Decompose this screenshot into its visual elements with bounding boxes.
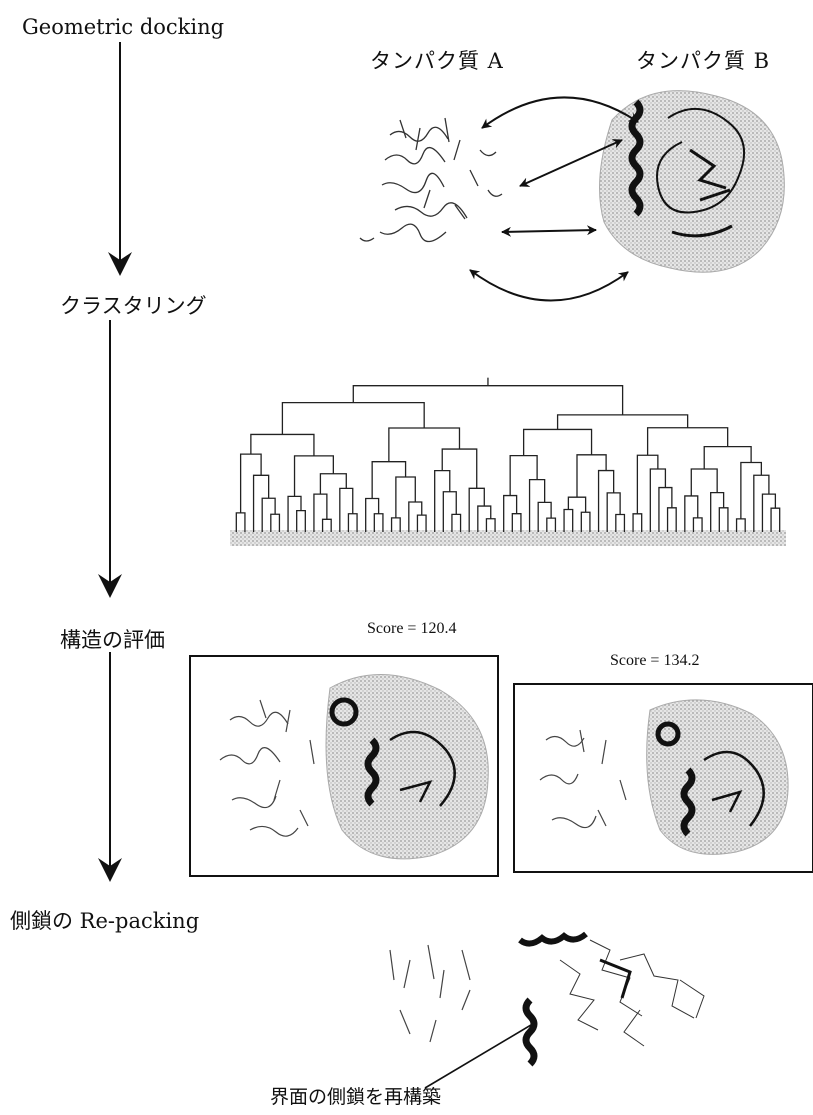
annotation-leader-line <box>424 1021 537 1089</box>
dendrogram-branch <box>390 517 401 532</box>
dendrogram-branch <box>239 453 262 513</box>
dendrogram-branch <box>632 513 643 532</box>
dendrogram-branch <box>537 501 552 532</box>
dendrogram-branch <box>451 513 462 532</box>
dendrogram-branch <box>649 468 667 532</box>
dendrogram-branch <box>710 491 725 532</box>
dendrogram-branch <box>468 487 485 532</box>
protein-a-label: タンパク質 A <box>370 49 504 73</box>
dendrogram-branch <box>703 445 752 469</box>
dendrogram-branch <box>365 497 380 532</box>
dendrogram-branch <box>658 486 673 532</box>
helix-ring-right <box>655 721 681 747</box>
dendrogram-branch <box>636 454 659 514</box>
dendrogram-branch <box>313 493 328 532</box>
protein-a-structure <box>359 117 503 243</box>
dendrogram-branch <box>666 507 677 532</box>
dendrogram-branch <box>373 513 384 532</box>
dendrogram-branch <box>546 517 557 532</box>
dendrogram-branch <box>442 491 457 532</box>
dendrogram-branch <box>735 518 746 532</box>
dendrogram-branch <box>250 433 315 456</box>
step-structure-evaluation: 構造の評価 <box>60 628 165 652</box>
dendrogram-branch <box>761 493 777 532</box>
dendrogram-branch <box>692 517 703 532</box>
evaluation-box-right <box>513 683 813 873</box>
protein-b-structure <box>599 90 785 273</box>
dendrogram-branch <box>646 427 729 456</box>
step-geometric-docking: Geometric docking <box>22 15 225 39</box>
dendrogram-branch <box>319 473 347 495</box>
dendrogram-branch <box>235 512 246 532</box>
dendrogram-branch <box>770 507 781 532</box>
dendrogram-branch <box>416 514 427 532</box>
dendrogram-branch <box>580 511 591 532</box>
dendrogram-branch <box>252 474 270 532</box>
dendrogram-branch <box>296 509 306 532</box>
dendrogram-branch <box>371 461 407 499</box>
dendrogram-branch <box>556 414 689 430</box>
dendrogram-branch <box>511 513 522 532</box>
dendrogram-branch <box>321 518 332 532</box>
dendrogram-branch <box>434 469 451 532</box>
dendrogram-branch <box>740 461 763 519</box>
repacked-complex <box>389 931 705 1067</box>
dendrogram-branch <box>528 478 546 532</box>
flow-arrowhead-2 <box>98 574 122 598</box>
dendrogram-branch <box>718 507 729 532</box>
dendrogram-branch <box>293 455 334 497</box>
step-clustering: クラスタリング <box>60 294 207 318</box>
dendrogram-branch <box>352 385 624 415</box>
dendrogram-branch <box>339 487 354 532</box>
protein-b-label: タンパク質 B <box>636 49 771 73</box>
dendrogram-branch <box>597 469 615 532</box>
dendrogram-branch <box>684 495 699 532</box>
flow-arrowhead-3 <box>98 858 122 882</box>
dendrogram-branch <box>261 497 276 532</box>
dendrogram-branch <box>615 513 626 532</box>
dendrogram-branch <box>576 454 607 498</box>
dendrogram-branch <box>563 508 574 532</box>
docking-arrows <box>469 96 639 302</box>
dendrogram-branch <box>395 476 416 518</box>
flow-arrows <box>98 42 132 882</box>
dendrogram-branch <box>270 513 281 532</box>
dendrogram-branch <box>522 428 593 456</box>
dendrogram-branch <box>441 448 478 489</box>
dendrogram-branch <box>408 501 423 532</box>
dendrogram-branch <box>287 495 302 532</box>
dendrogram-branch <box>606 492 621 532</box>
flow-arrowhead-1 <box>108 252 132 276</box>
dendrogram-branch <box>690 468 718 496</box>
dendrogram-leaf-band <box>230 530 786 546</box>
evaluation-box-left <box>189 655 499 877</box>
dendrogram-branch <box>753 474 770 532</box>
dendrogram-branch <box>388 427 461 462</box>
dendrogram-branch <box>347 513 358 532</box>
helix-ring-left <box>329 697 359 727</box>
dendrogram-branch <box>509 454 538 496</box>
clustering-dendrogram <box>230 377 786 546</box>
score-label-right: Score = 134.2 <box>610 652 700 669</box>
step-sidechain-repacking: 側鎖の Re-packing <box>10 909 200 933</box>
repack-annotation: 界面の側鎖を再構築 <box>270 1086 442 1108</box>
score-label-left: Score = 120.4 <box>367 620 457 637</box>
dendrogram-branch <box>281 402 425 435</box>
